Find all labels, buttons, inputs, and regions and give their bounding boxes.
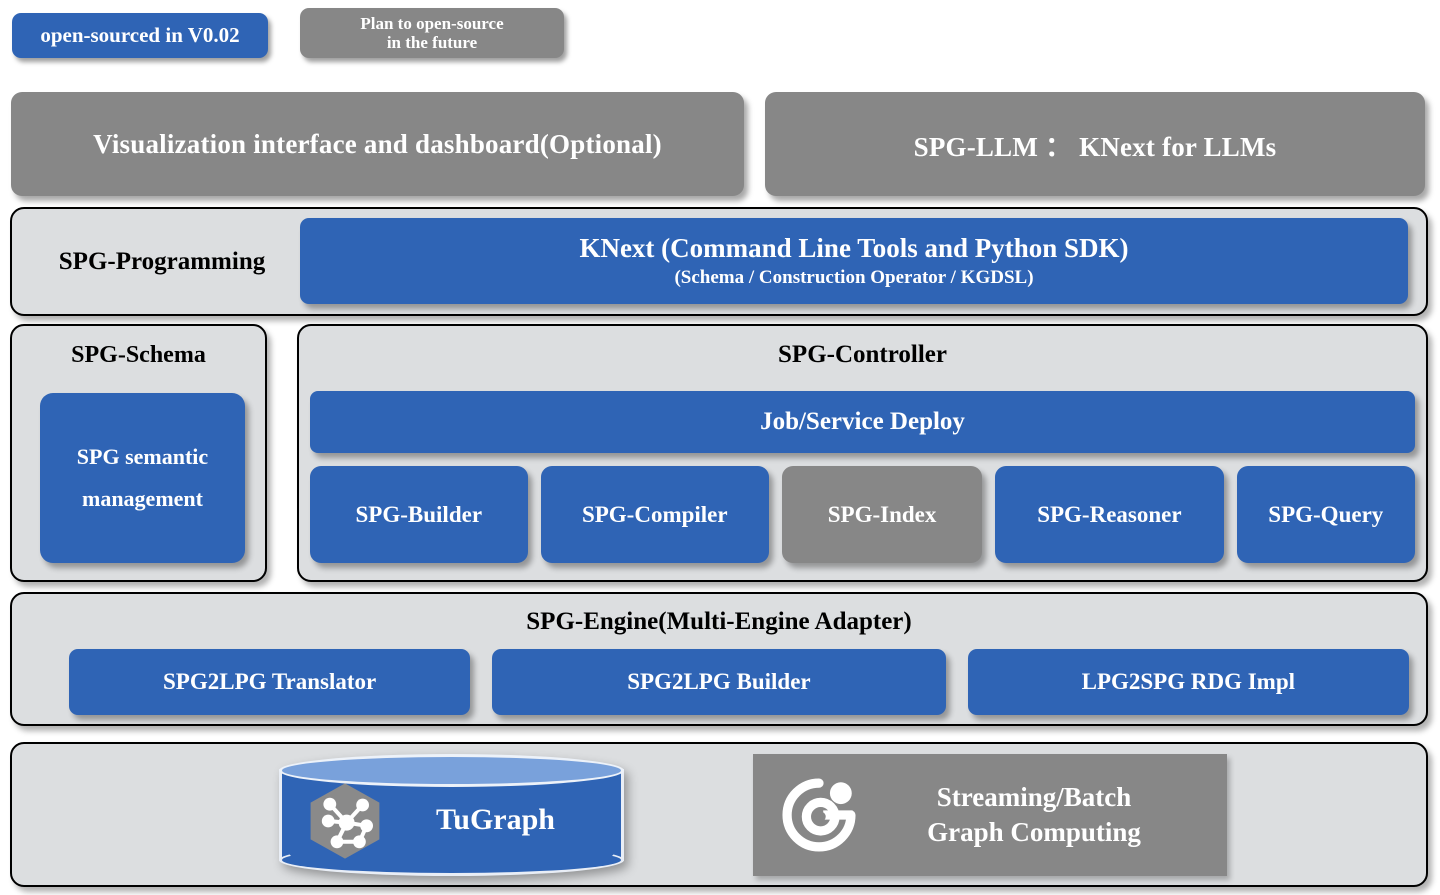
legend: open-sourced in V0.02 Plan to open-sourc…	[0, 0, 1440, 78]
spg-semantic-line2: management	[82, 486, 203, 511]
cylinder-top	[279, 754, 624, 787]
storage-compute-layer: TuGraph Streaming/Batch Graph Computing	[10, 742, 1428, 887]
module-spg-builder: SPG-Builder	[310, 466, 528, 563]
module-spg2lpg-builder: SPG2LPG Builder	[492, 649, 946, 715]
legend-item-planned: Plan to open-source in the future	[300, 8, 564, 58]
legend-planned-label: Plan to open-source in the future	[360, 14, 503, 52]
module-lpg2spg-rdg-impl-label: LPG2SPG RDG Impl	[1081, 669, 1296, 694]
legend-item-open-sourced: open-sourced in V0.02	[12, 13, 268, 58]
module-spg2lpg-builder-label: SPG2LPG Builder	[627, 669, 811, 694]
spg-semantic-management-box: SPG semantic management	[40, 393, 245, 563]
spg-controller-layer: SPG-Controller Job/Service Deploy SPG-Bu…	[297, 324, 1428, 582]
visualization-dashboard-box: Visualization interface and dashboard(Op…	[11, 92, 744, 196]
module-spg-compiler: SPG-Compiler	[540, 466, 769, 563]
tugraph-cylinder: TuGraph	[279, 754, 624, 876]
tugraph-label: TuGraph	[436, 803, 555, 836]
legend-planned-line1: Plan to open-source	[360, 13, 504, 33]
engine-modules-row: SPG2LPG Translator SPG2LPG Builder LPG2S…	[69, 649, 1409, 715]
streaming-batch-box: Streaming/Batch Graph Computing	[753, 754, 1227, 876]
module-spg-reasoner-label: SPG-Reasoner	[1037, 501, 1182, 527]
visualization-dashboard-label: Visualization interface and dashboard(Op…	[93, 128, 662, 159]
knext-sub-label: (Schema / Construction Operator / KGDSL)	[674, 267, 1034, 288]
spg-programming-title: SPG-Programming	[58, 247, 266, 275]
module-lpg2spg-rdg-impl: LPG2SPG RDG Impl	[967, 649, 1409, 715]
module-spg2lpg-translator-label: SPG2LPG Translator	[163, 669, 377, 694]
spg-programming-layer: SPG-Programming KNext (Command Line Tool…	[10, 207, 1428, 316]
knext-main-label: KNext (Command Line Tools and Python SDK…	[579, 233, 1129, 263]
spg-controller-title: SPG-Controller	[778, 341, 947, 368]
spg-llm-box: SPG-LLM ： KNext for LLMs	[765, 92, 1425, 196]
module-spg-index: SPG-Index	[782, 466, 983, 563]
geaflow-g-icon	[782, 778, 856, 852]
job-service-deploy-box: Job/Service Deploy	[310, 391, 1415, 453]
spg-schema-layer: SPG-Schema SPG semantic management	[10, 324, 267, 582]
spg-llm-label: SPG-LLM ： KNext for LLMs	[913, 131, 1277, 162]
streaming-batch-line1: Streaming/Batch	[936, 781, 1132, 812]
graph-hexagon-icon	[310, 783, 380, 859]
module-spg2lpg-translator: SPG2LPG Translator	[69, 649, 471, 715]
streaming-batch-line2: Graph Computing	[927, 817, 1141, 847]
legend-planned-line2: in the future	[386, 33, 478, 52]
module-spg-compiler-label: SPG-Compiler	[581, 501, 728, 527]
legend-open-sourced-label: open-sourced in V0.02	[40, 22, 240, 47]
controller-modules-row: SPG-Builder SPG-Compiler SPG-Index SPG-R…	[310, 466, 1415, 563]
module-spg-reasoner: SPG-Reasoner	[995, 466, 1224, 563]
top-row: Visualization interface and dashboard(Op…	[0, 92, 1440, 200]
spg-semantic-line1: SPG semantic	[76, 444, 209, 469]
module-spg-query: SPG-Query	[1236, 466, 1415, 563]
module-spg-query-label: SPG-Query	[1268, 501, 1384, 527]
knext-box: KNext (Command Line Tools and Python SDK…	[300, 218, 1408, 304]
streaming-batch-text: Streaming/Batch Graph Computing	[863, 780, 1227, 850]
job-service-deploy-label: Job/Service Deploy	[760, 408, 965, 435]
module-spg-builder-label: SPG-Builder	[355, 501, 483, 527]
spg-engine-title: SPG-Engine(Multi-Engine Adapter)	[526, 608, 912, 635]
module-spg-index-label: SPG-Index	[827, 501, 937, 527]
spg-schema-title: SPG-Schema	[71, 342, 206, 368]
spg-engine-layer: SPG-Engine(Multi-Engine Adapter) SPG2LPG…	[10, 592, 1428, 726]
